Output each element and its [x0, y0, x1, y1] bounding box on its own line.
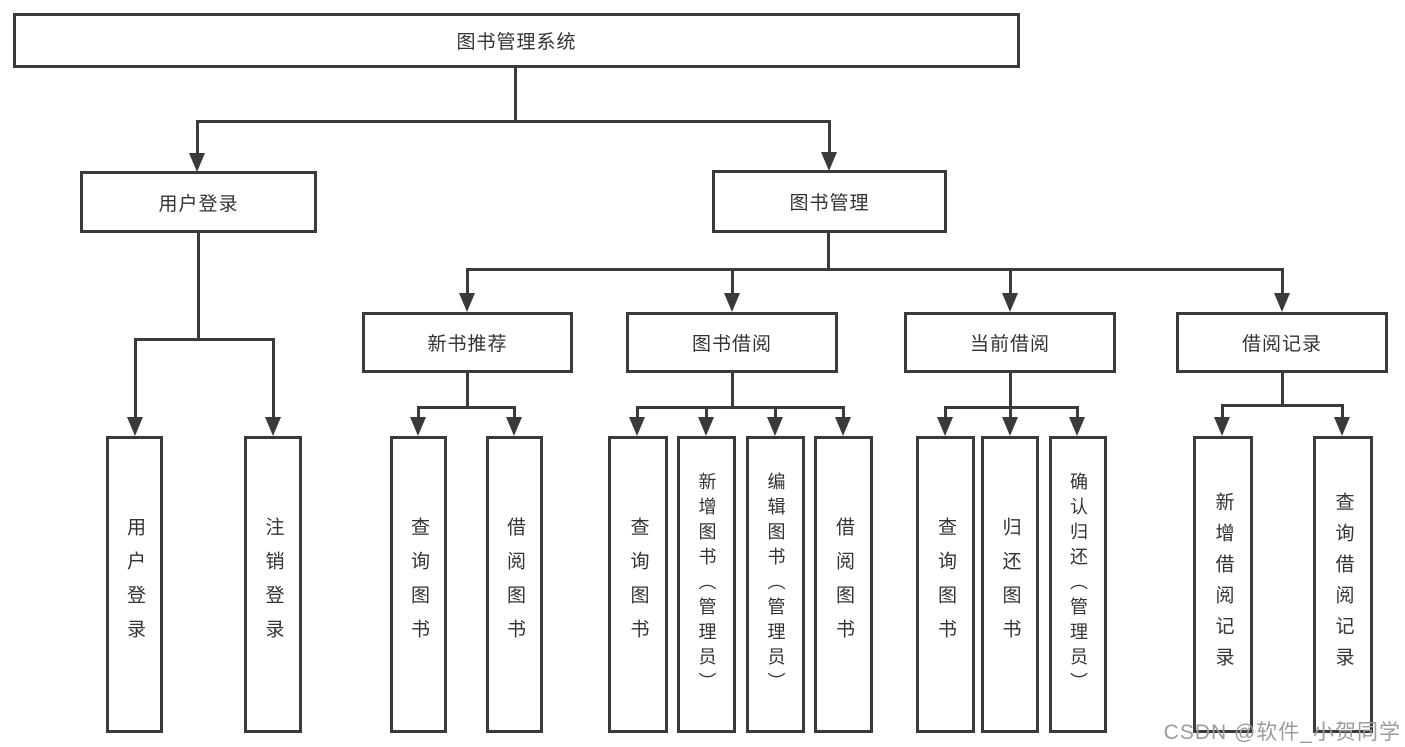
leaf-bb-query-books-label: 查询图书	[627, 516, 649, 653]
node-book-mgmt-label: 图书管理	[789, 193, 870, 214]
leaf-nbr-borrow-books-label: 借阅图书	[504, 516, 525, 653]
connector-user-login-stem	[197, 233, 200, 341]
connector-new-book-rec-stem	[466, 373, 469, 408]
arrow-to-new-book-rec	[459, 293, 475, 312]
connector-to-borrow-records	[1281, 268, 1284, 296]
leaf-cb-return-books: 归还图书	[981, 436, 1039, 733]
leaf-logout-label: 注销登录	[262, 516, 284, 653]
connector-to-current-borrow	[1009, 268, 1012, 296]
arrow-to-ul-logout	[265, 417, 281, 436]
leaf-cb-confirm-return-admin-label: 确认归还（管理员）	[1068, 472, 1088, 697]
leaf-br-query-record: 查询借阅记录	[1313, 436, 1373, 733]
arrow-to-nbr-borrow	[506, 417, 522, 436]
arrow-to-user-login	[189, 153, 205, 172]
node-root: 图书管理系统	[13, 13, 1020, 68]
arrow-to-book-borrow	[724, 293, 740, 312]
node-book-borrow-label: 图书借阅	[691, 334, 772, 355]
arrow-to-br-add	[1214, 417, 1230, 436]
connector-book-mgmt-stem	[827, 233, 830, 271]
leaf-bb-borrow-books: 借阅图书	[814, 436, 873, 733]
node-new-book-rec: 新书推荐	[362, 312, 573, 373]
leaf-bb-add-books-admin: 新增图书（管理员）	[677, 436, 736, 733]
arrow-to-book-mgmt	[821, 152, 837, 171]
connector-to-bb-add	[705, 406, 708, 420]
connector-to-book-borrow	[731, 268, 734, 296]
csdn-watermark: CSDN @软件_小贺同学	[1163, 721, 1401, 744]
connector-to-ul-logout	[272, 338, 275, 420]
arrow-to-ul-login	[127, 417, 143, 436]
node-borrow-records: 借阅记录	[1176, 312, 1388, 373]
connector-book-borrow-stem	[731, 373, 734, 408]
node-current-borrow: 当前借阅	[904, 312, 1116, 373]
connector-to-bb-borrow	[842, 406, 845, 420]
leaf-cb-query-books: 查询图书	[916, 436, 975, 733]
leaf-bb-query-books: 查询图书	[608, 436, 668, 733]
leaf-bb-add-books-admin-label: 新增图书（管理员）	[696, 472, 717, 697]
connector-to-br-query	[1341, 404, 1344, 420]
leaf-br-add-record-label: 新增借阅记录	[1212, 491, 1234, 678]
leaf-cb-confirm-return-admin: 确认归还（管理员）	[1049, 436, 1107, 733]
node-new-book-rec-label: 新书推荐	[427, 334, 508, 355]
arrow-to-bb-query	[629, 417, 645, 436]
connector-book-mgmt-crossbar	[466, 268, 1283, 271]
connector-to-nbr-query	[417, 406, 420, 420]
arrow-to-cb-confirm	[1069, 417, 1085, 436]
leaf-br-add-record: 新增借阅记录	[1193, 436, 1253, 733]
arrow-to-borrow-records	[1274, 293, 1290, 312]
connector-to-bb-query	[636, 406, 639, 420]
leaf-nbr-query-books-label: 查询图书	[408, 516, 429, 653]
arrow-to-br-query	[1334, 417, 1350, 436]
connector-new-book-rec-crossbar	[417, 406, 516, 409]
leaf-bb-borrow-books-label: 借阅图书	[833, 516, 854, 653]
connector-user-login-crossbar	[134, 338, 275, 341]
leaf-nbr-query-books: 查询图书	[390, 436, 447, 733]
arrow-to-bb-add	[698, 417, 714, 436]
arrow-to-cb-query	[937, 417, 953, 436]
node-book-borrow: 图书借阅	[626, 312, 838, 373]
connector-to-cb-confirm	[1076, 406, 1079, 420]
connector-book-borrow-crossbar	[636, 406, 845, 409]
leaf-br-query-record-label: 查询借阅记录	[1332, 491, 1354, 678]
connector-borrow-records-crossbar	[1221, 404, 1343, 407]
arrow-to-nbr-query	[410, 417, 426, 436]
arrow-to-bb-borrow	[835, 417, 851, 436]
connector-to-cb-return	[1009, 406, 1012, 420]
node-root-label: 图书管理系统	[456, 32, 577, 53]
leaf-bb-edit-books-admin-label: 编辑图书（管理员）	[765, 472, 786, 697]
arrow-to-bb-edit	[767, 417, 783, 436]
node-borrow-records-label: 借阅记录	[1241, 334, 1322, 355]
leaf-user-login-label: 用户登录	[124, 516, 145, 653]
connector-to-ul-login	[134, 338, 137, 420]
node-user-login: 用户登录	[80, 171, 317, 233]
node-book-mgmt: 图书管理	[712, 170, 947, 233]
arrow-to-current-borrow	[1002, 293, 1018, 312]
node-user-login-label: 用户登录	[158, 193, 239, 215]
leaf-cb-query-books-label: 查询图书	[935, 516, 956, 653]
connector-to-bb-edit	[774, 406, 777, 420]
connector-to-new-book-rec	[466, 268, 469, 296]
leaf-nbr-borrow-books: 借阅图书	[486, 436, 543, 733]
connector-root-crossbar	[196, 120, 831, 123]
node-current-borrow-label: 当前借阅	[969, 334, 1050, 355]
leaf-user-login: 用户登录	[106, 436, 163, 733]
connector-borrow-records-stem	[1281, 373, 1284, 407]
connector-to-br-add	[1221, 404, 1224, 420]
connector-root-stem	[514, 68, 517, 121]
connector-current-borrow-stem	[1009, 373, 1012, 408]
connector-to-nbr-borrow	[513, 406, 516, 420]
leaf-logout: 注销登录	[244, 436, 302, 733]
leaf-cb-return-books-label: 归还图书	[999, 516, 1021, 653]
leaf-bb-edit-books-admin: 编辑图书（管理员）	[746, 436, 805, 733]
connector-to-cb-query	[944, 406, 947, 420]
connector-to-user-login	[196, 120, 199, 156]
arrow-to-cb-return	[1002, 417, 1018, 436]
connector-to-book-mgmt	[828, 120, 831, 156]
